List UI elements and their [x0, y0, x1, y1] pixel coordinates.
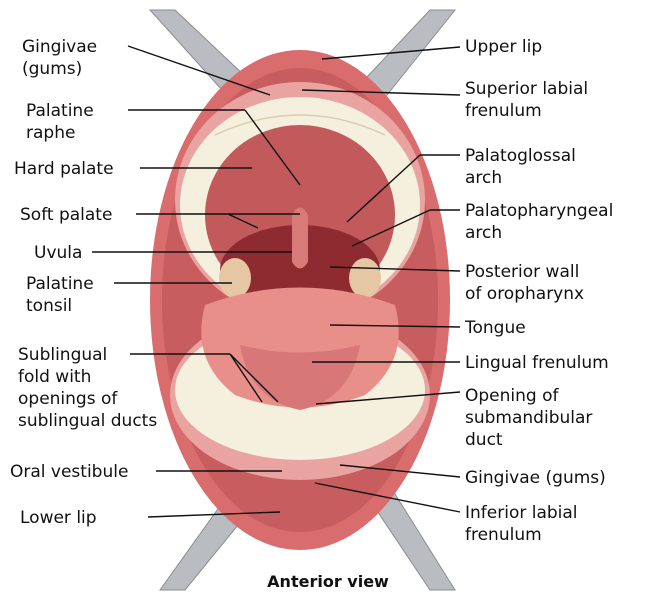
- label-lower-lip: Lower lip: [20, 508, 97, 528]
- label-gingivae-top: Gingivae (gums): [22, 37, 98, 79]
- label-tongue: Tongue: [465, 318, 526, 338]
- label-opening-submandibular-duct: Opening of submandibular duct: [465, 386, 593, 450]
- label-gingivae-bottom: Gingivae (gums): [465, 468, 606, 488]
- label-posterior-wall: Posterior wall of oropharynx: [465, 262, 585, 304]
- tonsil-right: [349, 258, 381, 298]
- label-inferior-labial-frenulum: Inferior labial frenulum: [465, 503, 578, 545]
- label-palatopharyngeal-arch: Palatopharyngeal arch: [465, 201, 614, 243]
- label-oral-vestibule: Oral vestibule: [10, 462, 129, 482]
- tongue-shape: [201, 287, 399, 408]
- label-hard-palate: Hard palate: [14, 159, 114, 179]
- label-lingual-frenulum: Lingual frenulum: [465, 353, 609, 373]
- upper-teeth-lines: [214, 114, 386, 136]
- label-palatine-raphe: Palatine raphe: [26, 101, 94, 143]
- label-palatine-tonsil: Palatine tonsil: [26, 274, 94, 316]
- caption: Anterior view: [267, 572, 389, 591]
- label-superior-labial-frenulum: Superior labial frenulum: [465, 79, 589, 121]
- label-upper-lip: Upper lip: [465, 37, 543, 57]
- label-uvula: Uvula: [34, 243, 83, 263]
- uvula-shape: [292, 207, 308, 269]
- label-sublingual-fold: Sublingual fold with openings of subling…: [18, 345, 158, 431]
- leader-lines: [92, 45, 461, 518]
- tonsil-left: [219, 258, 251, 298]
- label-soft-palate: Soft palate: [20, 205, 113, 225]
- label-palatoglossal-arch: Palatoglossal arch: [465, 146, 576, 188]
